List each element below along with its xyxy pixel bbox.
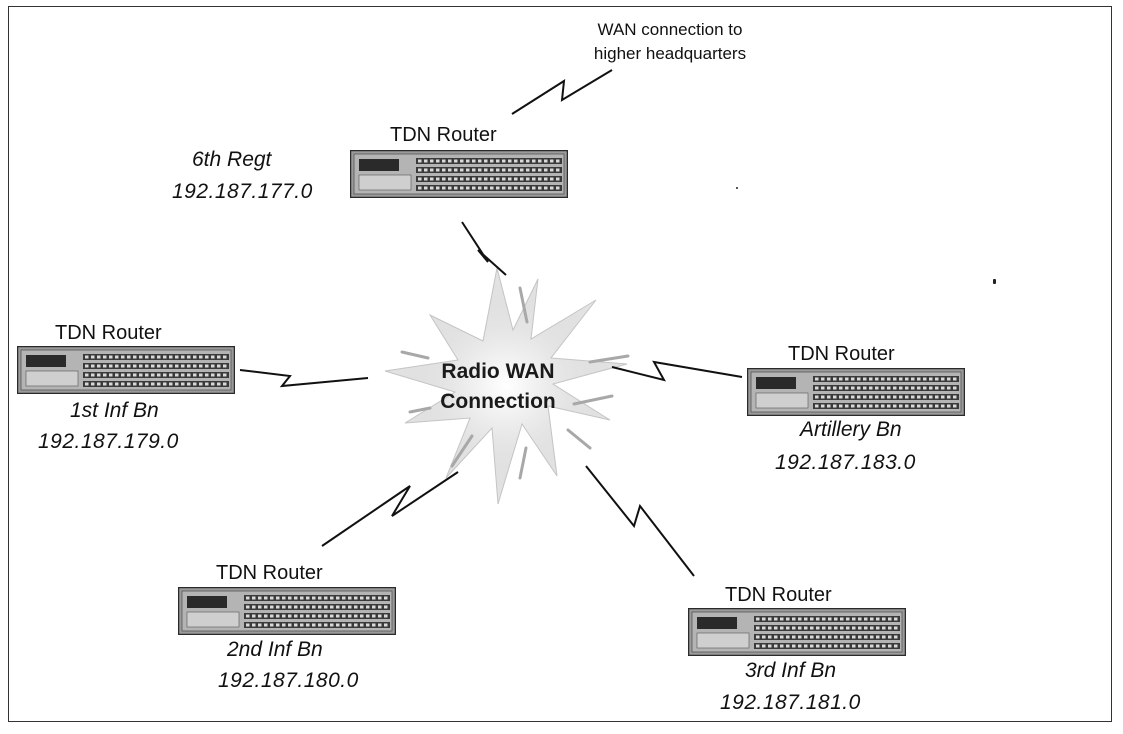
unit-name-artillery-bn: Artillery Bn bbox=[800, 418, 902, 441]
wan-note-line2: higher headquarters bbox=[593, 44, 747, 63]
unit-name-2nd-inf-bn: 2nd Inf Bn bbox=[227, 638, 323, 661]
router-icon-6th-regt bbox=[350, 150, 568, 198]
unit-name-3rd-inf-bn: 3rd Inf Bn bbox=[745, 659, 837, 682]
link-6th-regt bbox=[461, 221, 507, 276]
ip-2nd-inf-bn: 192.187.180.0 bbox=[218, 669, 359, 692]
link-3rd-inf-bn bbox=[585, 465, 695, 577]
diagram-frame bbox=[8, 6, 1112, 722]
router-title-6th-regt: TDN Router bbox=[390, 124, 497, 146]
router-icon-2nd-inf-bn bbox=[178, 587, 396, 635]
scan-speck bbox=[736, 187, 738, 189]
router-icon-3rd-inf-bn bbox=[688, 608, 906, 656]
wan-note: WAN connection to higher headquarters bbox=[555, 18, 785, 66]
wan-note-line1: WAN connection to bbox=[597, 20, 743, 39]
unit-name-6th-regt: 6th Regt bbox=[192, 148, 272, 171]
router-title-2nd-inf-bn: TDN Router bbox=[216, 562, 323, 584]
router-title-1st-inf-bn: TDN Router bbox=[55, 322, 162, 344]
ip-6th-regt: 192.187.177.0 bbox=[172, 180, 313, 203]
wan-uplink bbox=[511, 69, 613, 115]
ip-3rd-inf-bn: 192.187.181.0 bbox=[720, 691, 861, 714]
scan-speck bbox=[993, 279, 996, 284]
router-title-3rd-inf-bn: TDN Router bbox=[725, 584, 832, 606]
radio-wan-line1: Radio WAN bbox=[441, 360, 555, 383]
ip-1st-inf-bn: 192.187.179.0 bbox=[38, 430, 179, 453]
router-title-artillery-bn: TDN Router bbox=[788, 343, 895, 365]
router-icon-1st-inf-bn bbox=[17, 346, 235, 394]
link-artillery-bn bbox=[611, 360, 743, 382]
radio-wan-label: Radio WAN Connection bbox=[418, 357, 578, 417]
radio-starburst bbox=[384, 267, 630, 505]
link-2nd-inf-bn bbox=[321, 471, 459, 547]
link-1st-inf-bn bbox=[239, 369, 369, 388]
router-icon-artillery-bn bbox=[747, 368, 965, 416]
unit-name-1st-inf-bn: 1st Inf Bn bbox=[70, 399, 159, 422]
ip-artillery-bn: 192.187.183.0 bbox=[775, 451, 916, 474]
radio-wan-line2: Connection bbox=[440, 390, 556, 413]
